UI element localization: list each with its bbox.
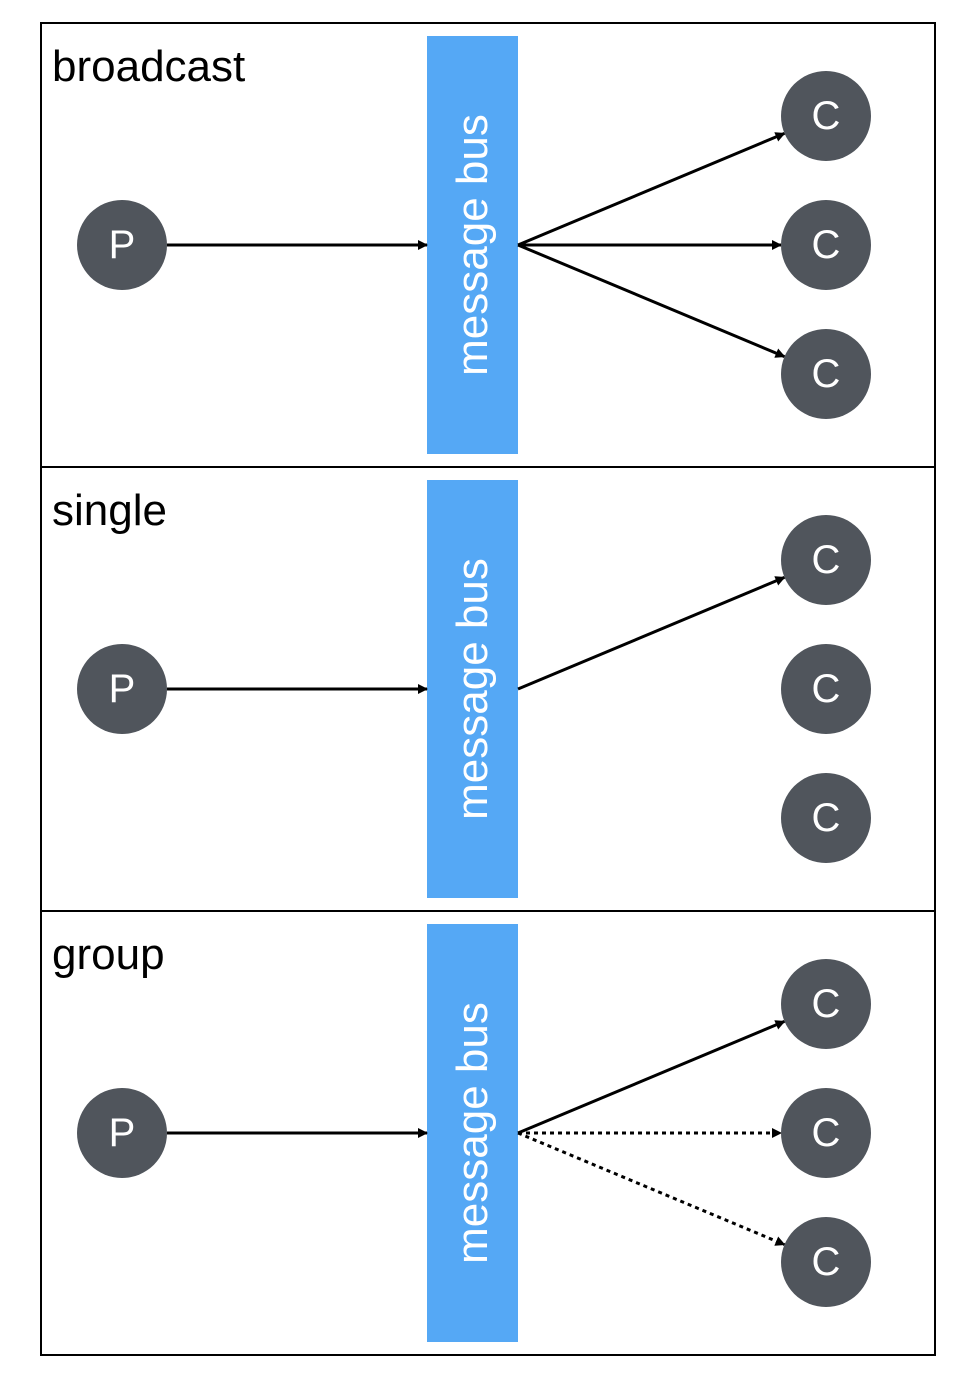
panel-group: group message bus P C C C <box>40 910 936 1356</box>
producer-label: P <box>109 667 136 711</box>
message-bus <box>427 36 518 454</box>
consumer-label: C <box>812 796 841 840</box>
consumer-label: C <box>812 352 841 396</box>
consumer-node <box>781 1088 871 1178</box>
consumer-node <box>781 959 871 1049</box>
consumer-label: C <box>812 94 841 138</box>
consumer-node <box>781 200 871 290</box>
message-bus <box>427 924 518 1342</box>
consumer-arrow <box>517 1020 786 1135</box>
consumer-node <box>781 1217 871 1307</box>
panel-broadcast: broadcast message bus P C C C <box>40 22 936 468</box>
consumer-label: C <box>812 538 841 582</box>
consumer-label: C <box>812 1111 841 1155</box>
panel-border <box>40 910 936 1356</box>
consumer-label: C <box>812 982 841 1026</box>
consumer-arrow <box>517 243 786 358</box>
message-bus-label: message bus <box>448 114 497 376</box>
panel-single: single message bus P C C C <box>40 466 936 912</box>
panel-title: group <box>52 930 165 979</box>
consumer-arrow <box>517 132 786 247</box>
producer-node <box>77 644 167 734</box>
consumer-node <box>781 329 871 419</box>
message-bus-label: message bus <box>448 558 497 820</box>
producer-label: P <box>109 223 136 267</box>
consumer-node <box>781 773 871 863</box>
consumer-node <box>781 644 871 734</box>
message-bus <box>427 480 518 898</box>
consumer-arrow <box>517 576 786 691</box>
panel-title: broadcast <box>52 42 245 91</box>
producer-node <box>77 200 167 290</box>
dotted-consumer-arrow <box>517 1131 786 1246</box>
producer-label: P <box>109 1111 136 1155</box>
message-bus-label: message bus <box>448 1002 497 1264</box>
consumer-node <box>781 71 871 161</box>
consumer-label: C <box>812 223 841 267</box>
producer-node <box>77 1088 167 1178</box>
panel-title: single <box>52 486 167 535</box>
consumer-label: C <box>812 667 841 711</box>
consumer-label: C <box>812 1240 841 1284</box>
consumer-node <box>781 515 871 605</box>
